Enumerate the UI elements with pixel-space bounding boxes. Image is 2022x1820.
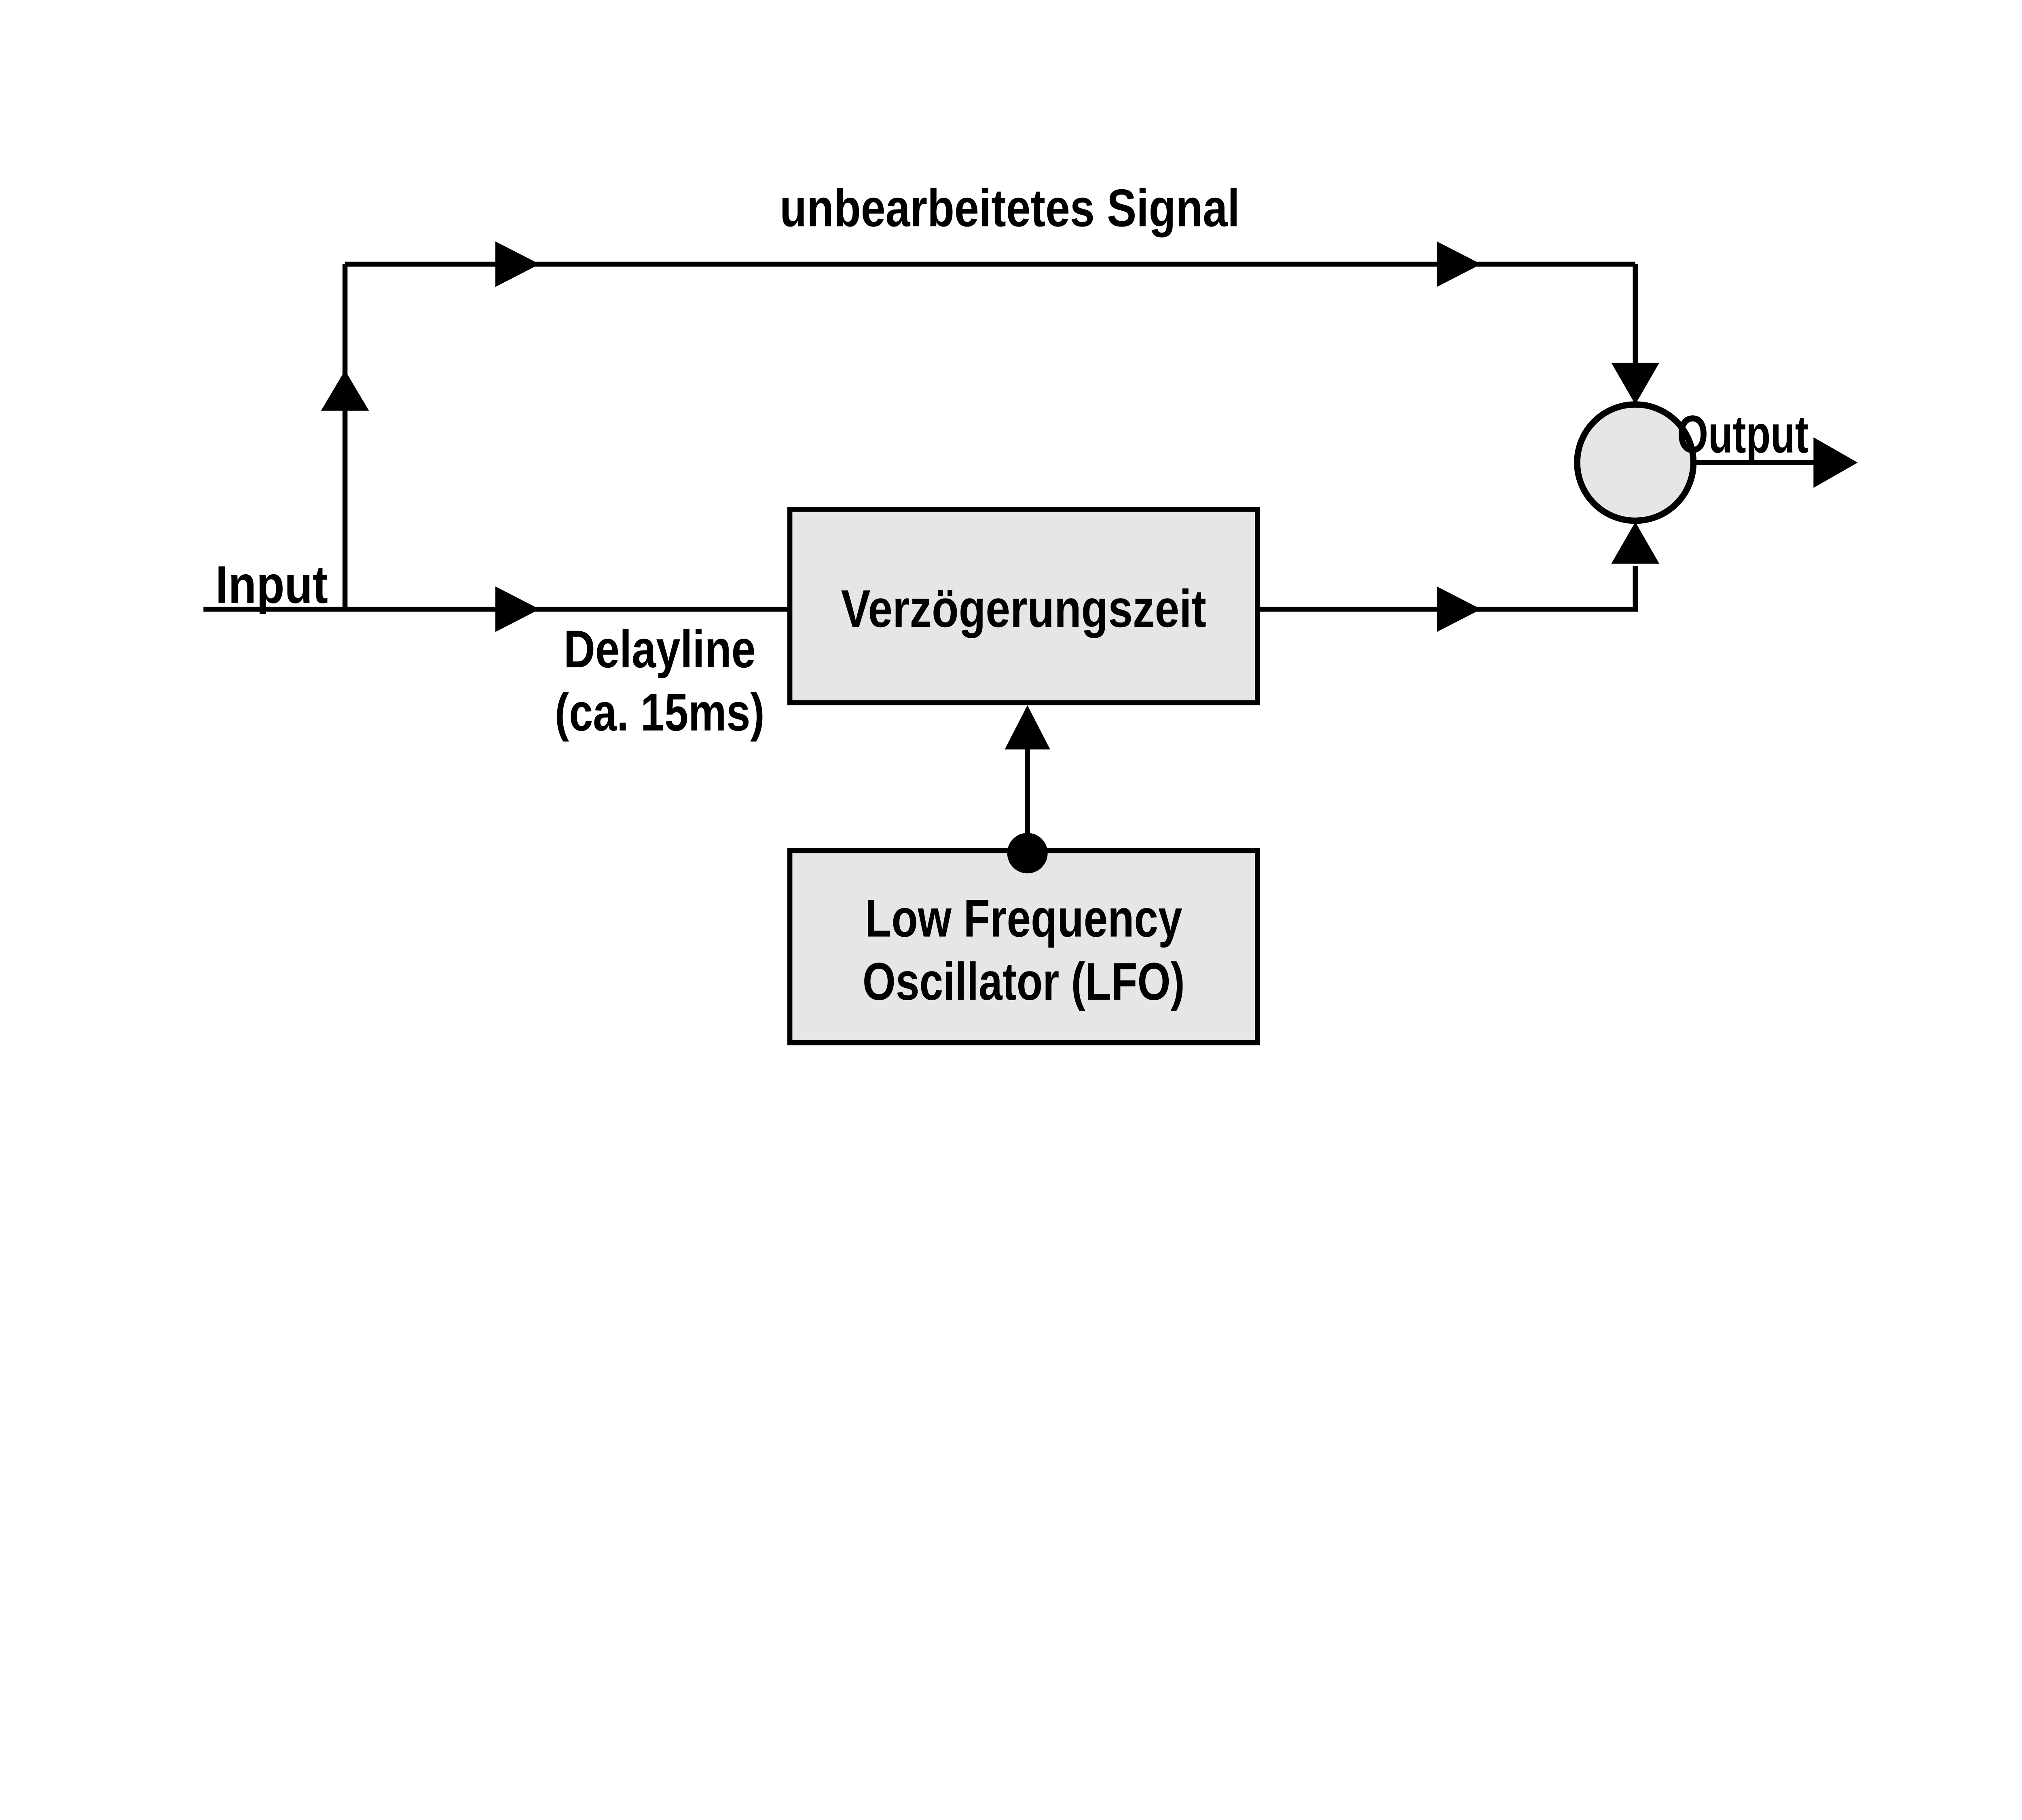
lfo-box-label-line1: Low Frequency [865,889,1182,948]
diagram-canvas: Verzögerungszeit Low Frequency Oscillato… [203,178,1858,1045]
arrowhead-dry-right2-icon [1437,241,1481,287]
input-label: Input [216,555,328,614]
delay-time-box [787,507,1260,705]
unprocessed-signal-label: unbearbeitetes Signal [780,178,1240,237]
arrowhead-branch-up-icon [321,370,369,411]
delay-time-box-label: Verzögerungszeit [841,579,1206,638]
arrowhead-into-sum-bottom-icon [1611,522,1660,564]
delayline-caption-line2: (ca. 15ms) [555,682,765,742]
arrowhead-into-sum-top-icon [1611,362,1660,404]
delayline-caption-line1: Delayline [564,619,756,679]
lfo-box [787,848,1260,1045]
arrowhead-lfo-up-icon [1005,705,1050,750]
arrowhead-delay-right-icon [1437,586,1481,632]
arrowhead-dry-right-icon [495,241,540,287]
arrowheads [321,241,1858,750]
lfo-box-label-line2: Oscillator (LFO) [863,952,1185,1011]
delay-to-sum-wire [1257,566,1638,612]
chorus-effect-block-diagram: Verzögerungszeit Low Frequency Oscillato… [203,178,1858,1045]
output-label: Output [1677,404,1808,464]
arrowhead-output-icon [1813,437,1858,488]
lfo-junction-dot [1007,833,1048,874]
arrowhead-input-right-icon [495,586,540,632]
sum-node [1574,401,1697,524]
